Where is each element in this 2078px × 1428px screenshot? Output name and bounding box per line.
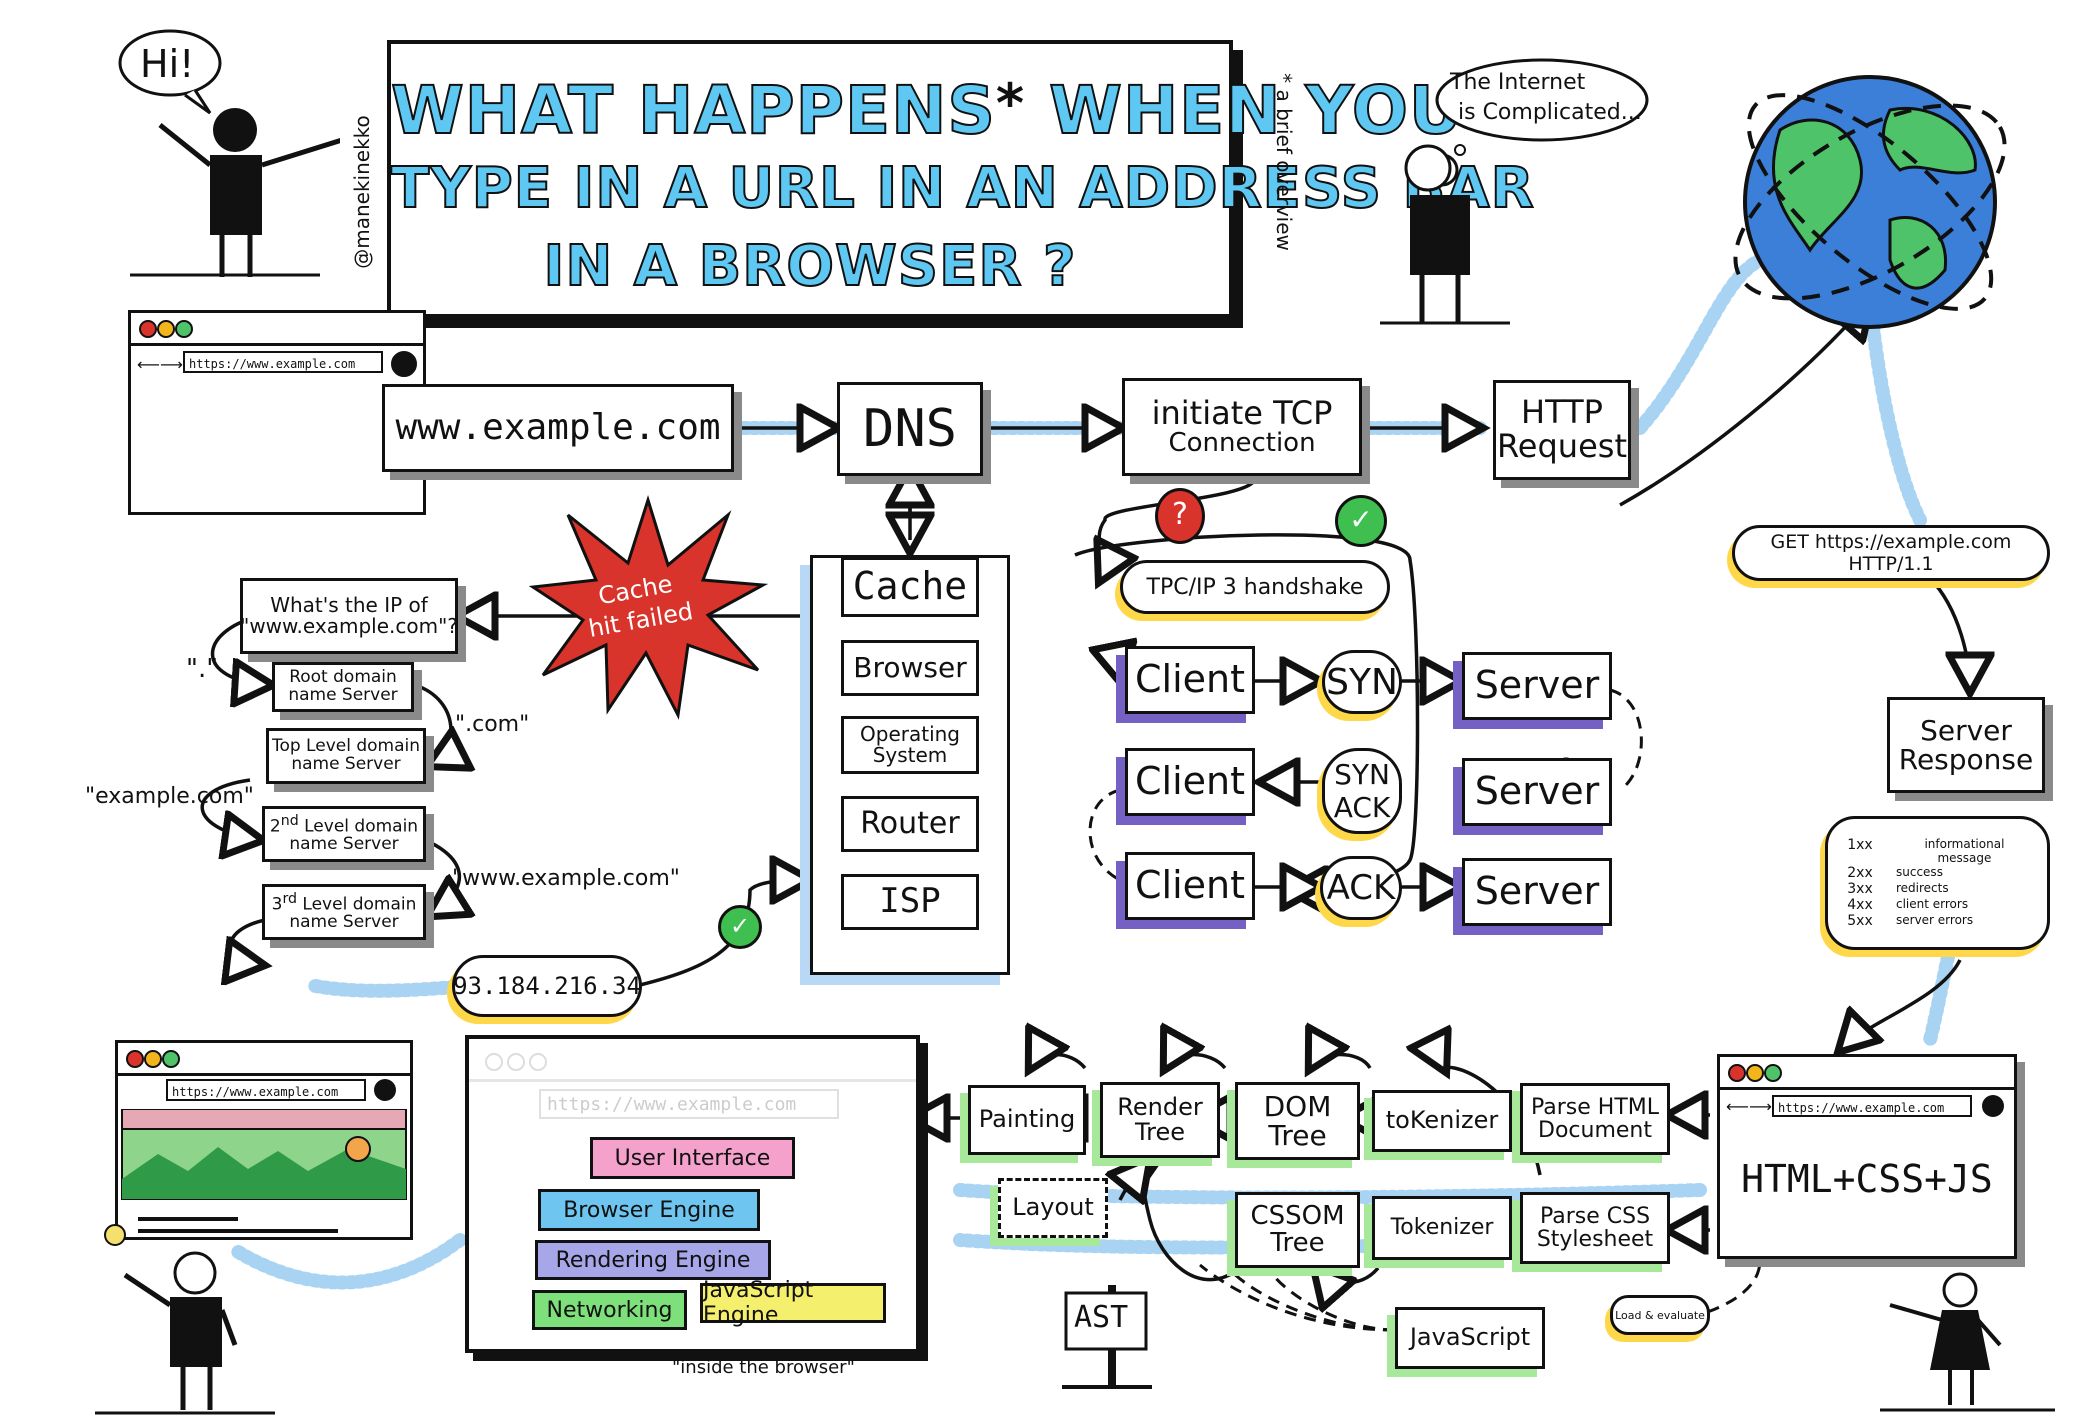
dns-box: DNS [837,382,983,476]
synack-line1: SYN [1334,758,1390,791]
component-rendering-engine: Rendering Engine [535,1240,771,1280]
response-title-2: Response [1898,743,2034,776]
cache-item-browser: Browser [841,640,979,696]
title-banner: WHAT HAPPENS* WHEN YOU TYPE IN A URL IN … [387,40,1535,318]
speech-hi: Hi! [140,42,195,86]
cache-title: Cache [841,557,979,617]
faded-address-bar: https://www.example.com [539,1089,839,1119]
tcp-line1: initiate TCP [1151,393,1333,432]
component-networking: Networking [532,1290,687,1330]
client-1: Client [1125,646,1255,714]
tcp-box: initiate TCP Connection [1122,378,1362,476]
tld-server-box: Top Level domain name Server [266,728,426,784]
stick-figure-hi [118,29,340,277]
ast-sign [1062,1285,1152,1389]
url-box: www.example.com [382,384,734,472]
browser-window-rendered: https://www.example.com [115,1040,413,1240]
address-bar[interactable]: https://www.example.com [166,1079,366,1101]
check-icon-tcp: ✓ [1335,495,1387,547]
synack-line2: ACK [1333,791,1391,824]
response-title-1: Server [1920,713,2012,747]
nav-arrows-icon: ⟵⟶ [137,355,183,374]
synack-cloud: SYN ACK [1322,748,1402,834]
nav-arrows-icon: ⟵⟶ [1726,1097,1772,1116]
browser-window-address: ⟵⟶ https://www.example.com [128,310,426,515]
client-2: Client [1125,748,1255,816]
label-www: "www.example.com" [452,866,680,891]
author-handle: @manekinekko [349,115,374,269]
ip-result-cloud: 93.184.216.34 [452,955,642,1017]
server-1: Server [1462,652,1612,720]
syn-cloud: SYN [1322,650,1402,714]
stick-figure-thinking [1380,58,1649,325]
stick-figure-bottom-right [1880,1272,2055,1412]
html-css-js-label: HTML+CSS+JS [1741,1157,1993,1201]
server-3: Server [1462,858,1612,926]
third-level-server-box: 3rd Level domain name Server [262,884,426,940]
client-3: Client [1125,852,1255,920]
http-request-box: HTTP Request [1493,380,1631,480]
speech-internet-line2: is Complicated... [1458,100,1642,125]
ast-label: AST [1074,1300,1129,1335]
tokenizer-css-box: Tokenizer [1372,1196,1512,1260]
address-bar[interactable]: https://www.example.com [1772,1095,1972,1117]
title-side-note: * a brief overview [1271,73,1296,251]
label-dot: "." [186,654,219,684]
get-request-cloud: GET https://example.com HTTP/1.1 [1732,525,2050,581]
load-evaluate-cloud: Load & evaluate [1610,1295,1710,1335]
browser-window-response: ⟵⟶ https://www.example.com HTML+CSS+JS [1717,1054,2017,1259]
avatar-icon [1982,1095,2004,1117]
component-browser-engine: Browser Engine [538,1189,760,1231]
speech-internet-line1: The Internet [1450,70,1586,95]
title-line-2: TYPE IN A URL IN AN ADDRESS BAR [390,155,1535,222]
check-icon-ip: ✓ [718,905,762,949]
stick-figure-bottom-left [95,1224,275,1415]
cache-item-os: Operating System [841,716,979,774]
http-line1: HTTP [1521,393,1603,432]
inside-browser-caption: "inside the browser" [672,1357,855,1378]
title-line-3: IN A BROWSER ? [543,233,1077,300]
cache-item-isp: ISP [841,874,979,930]
question-mark: ? [1172,497,1188,532]
server-2: Server [1462,758,1612,826]
tcp-line2: Connection [1168,428,1316,459]
component-user-interface: User Interface [590,1137,795,1179]
label-example: "example.com" [85,784,254,809]
ack-cloud: ACK [1320,856,1402,920]
javascript-box: JavaScript [1395,1307,1545,1369]
cache-item-router: Router [841,796,979,852]
address-bar[interactable]: https://www.example.com [183,351,383,373]
http-line2: Request [1497,427,1627,465]
tokenizer-html-box: toKenizer [1372,1090,1512,1152]
cache-fail-burst [528,495,768,720]
label-com: ".com" [455,712,530,737]
root-server-box: Root domain name Server [272,662,414,712]
globe-icon [1733,75,2007,329]
avatar-icon [374,1079,396,1101]
title-line-1b: WHEN YOU [1048,71,1464,150]
title-line-1: WHAT HAPPENS [390,71,996,150]
ip-question-box: What's the IP of "www.example.com"? [240,578,458,654]
rendered-page-illustration [121,1109,407,1233]
avatar-icon [391,351,417,377]
component-javascript-engine: JavaScript Engine [700,1278,886,1328]
server-response-box: Server Response [1887,697,2045,793]
painting-box: Painting [968,1085,1086,1155]
second-level-server-box: 2nd Level domain name Server [262,806,426,862]
title-asterisk: * [995,72,1026,135]
layout-box: Layout [998,1178,1108,1238]
question-icon-tcp: ? [1155,488,1205,544]
handshake-cloud: TPC/IP 3 handshake [1120,560,1390,614]
